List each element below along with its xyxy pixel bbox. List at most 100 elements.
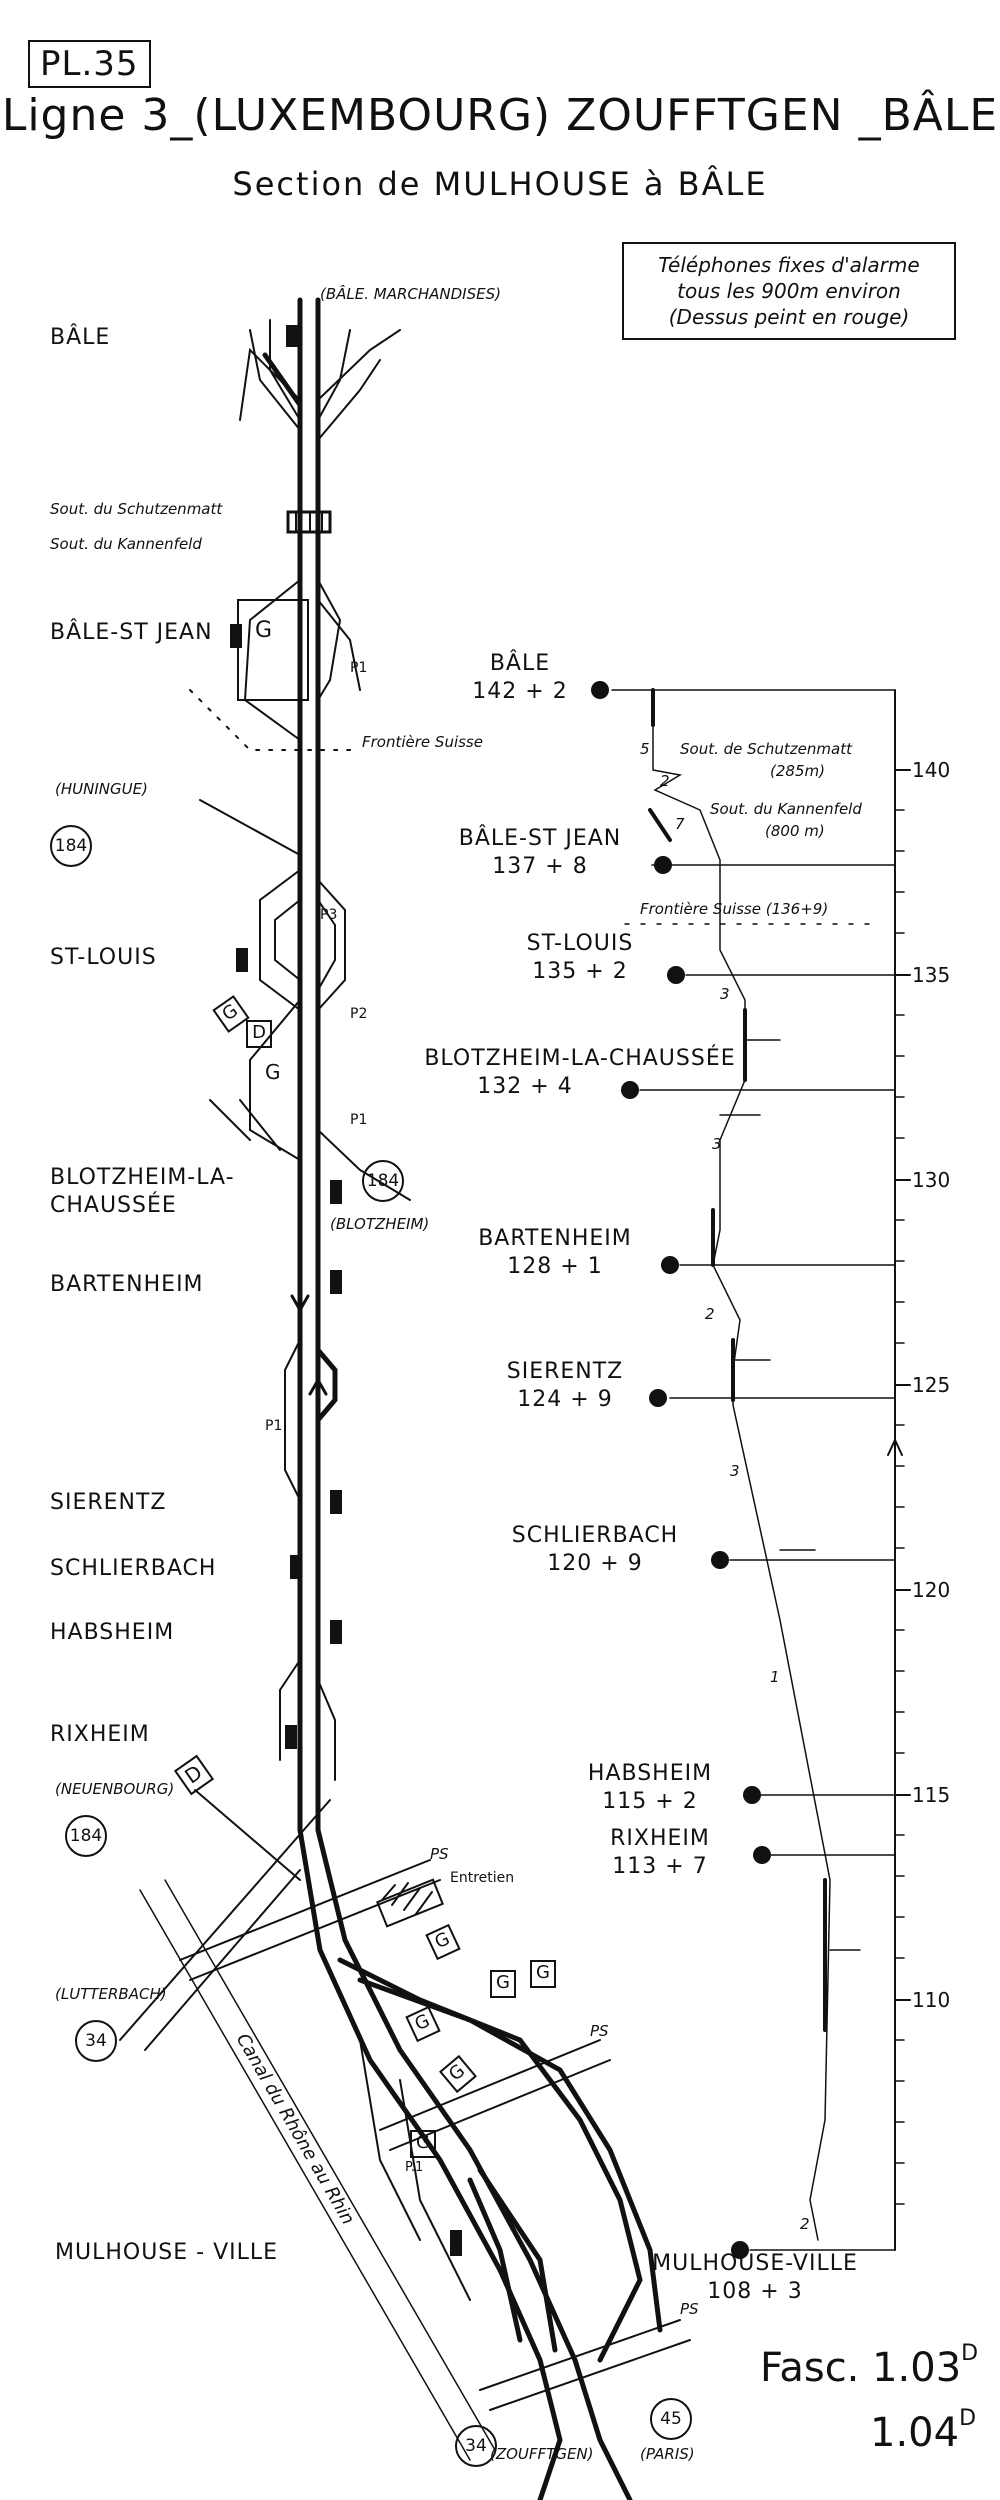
profile-station-name: SIERENTZ <box>506 1359 624 1384</box>
station-label-schlierbach: SCHLIERBACH <box>50 1556 217 1581</box>
profile-station-habsheim: HABSHEIM 115 + 2 <box>565 1760 735 1816</box>
profile-station-name: SCHLIERBACH <box>511 1523 679 1548</box>
station-block-bale <box>286 325 298 347</box>
gradient-label: 2 <box>705 1305 715 1323</box>
profile-station-pk: 108 + 3 <box>707 2279 803 2304</box>
profile-station-pk: 142 + 2 <box>472 679 568 704</box>
goods-box-st-louis-2: G <box>265 1060 281 1084</box>
page-subtitle: Section de MULHOUSE à BÂLE <box>232 165 768 203</box>
profile-marker-bartenheim <box>661 1256 679 1274</box>
profile-station-schlierbach: SCHLIERBACH 120 + 9 <box>490 1522 700 1578</box>
goods-box-st-jean: G <box>255 618 273 643</box>
line-number-184-huningue: 184 <box>50 825 92 867</box>
station-block-rixheim <box>285 1725 297 1749</box>
label-p1-st-louis: P1 <box>350 1112 368 1128</box>
label-ps-3: PS <box>680 2300 699 2318</box>
overbridge-2 <box>379 2039 611 2151</box>
profile-line <box>652 689 831 2241</box>
station-label-habsheim: HABSHEIM <box>50 1620 175 1645</box>
profile-station-blotzheim: BLOTZHEIM-LA-CHAUSSÉE 132 + 4 <box>420 1045 740 1101</box>
label-p1-st-jean: P1 <box>350 660 368 676</box>
fascicle-number: Fasc. 1.03 <box>760 2345 962 2391</box>
station-label-blotzheim-2: CHAUSSÉE <box>50 1193 177 1218</box>
canal-bank-2 <box>164 1879 496 2451</box>
station-label-bale-st-jean: BÂLE-ST JEAN <box>50 620 213 645</box>
station-label-mulhouse-ville: MULHOUSE - VILLE <box>55 2240 279 2265</box>
profile-marker-habsheim <box>743 1786 761 1804</box>
page-title: Ligne 3_(LUXEMBOURG) ZOUFFTGEN _BÂLE <box>1 90 999 141</box>
depot-box-st-louis: D <box>246 1020 272 1048</box>
line-number-34-lutterbach: 34 <box>75 2020 117 2062</box>
profile-station-name: BÂLE-ST JEAN <box>458 826 622 851</box>
alarm-note-line-1: Téléphones fixes d'alarme <box>658 253 920 277</box>
gradient-label: 3 <box>720 985 730 1003</box>
entretien-depot <box>376 1878 444 1928</box>
huningue-branch <box>199 799 301 856</box>
station-label-st-louis: ST-LOUIS <box>50 945 157 970</box>
gradient-label: 1 <box>770 1668 780 1686</box>
mulhouse-tracks <box>297 1827 563 2500</box>
canal-bank-1 <box>139 1889 471 2461</box>
profile-marker-st-louis <box>667 966 685 984</box>
profile-station-pk: 115 + 2 <box>602 1789 698 1814</box>
gradient-label: 3 <box>730 1462 740 1480</box>
label-zoufftgen: (ZOUFFTGEN) <box>490 2445 594 2463</box>
profile-station-bale-st-jean: BÂLE-ST JEAN 137 + 8 <box>420 825 660 881</box>
station-label-sierentz: SIERENTZ <box>50 1490 167 1515</box>
profile-tunnel-1-length: (285m) <box>770 762 825 780</box>
label-ps-1: PS <box>430 1845 449 1863</box>
line-number-45-paris: 45 <box>650 2398 692 2440</box>
station-block-bartenheim <box>330 1270 342 1294</box>
profile-station-bartenheim: BARTENHEIM 128 + 1 <box>455 1225 655 1281</box>
profile-station-name: MULHOUSE-VILLE <box>652 2251 858 2276</box>
neuenbourg-branch <box>194 1789 301 1881</box>
label-frontiere-suisse: Frontière Suisse <box>362 733 483 751</box>
gradient-label: 3 <box>712 1135 722 1153</box>
station-block-habsheim <box>330 1620 342 1644</box>
label-sout-kannenfeld: Sout. du Kannenfeld <box>50 535 202 553</box>
overbridge-3 <box>479 2319 691 2411</box>
profile-station-name: BÂLE <box>489 651 551 676</box>
profile-station-pk: 135 + 2 <box>532 959 628 984</box>
goods-box-mulhouse-3: G <box>530 1960 556 1988</box>
profile-station-pk: 113 + 7 <box>612 1854 708 1879</box>
gradient-label: 7 <box>675 815 685 833</box>
label-neuenbourg: (NEUENBOURG) <box>55 1780 175 1798</box>
fascicle-number: 1.04 <box>870 2410 960 2456</box>
km-tick-label: 140 <box>912 758 951 782</box>
profile-station-name: ST-LOUIS <box>526 931 634 956</box>
alarm-note-line-2: tous les 900m environ <box>677 279 901 303</box>
label-bale-marchandises: (BÂLE. MARCHANDISES) <box>320 285 501 303</box>
label-huningue: (HUNINGUE) <box>55 780 148 798</box>
profile-station-name: RIXHEIM <box>610 1826 710 1851</box>
alarm-note-box: Téléphones fixes d'alarme tous les 900m … <box>622 242 956 340</box>
fascicle-ref-2: 1.04D <box>870 2406 976 2456</box>
station-block-blotzheim <box>330 1180 342 1204</box>
profile-tunnel-2-length: (800 m) <box>765 822 825 840</box>
bale-yard-tracks <box>239 319 401 441</box>
label-ps-2: PS <box>590 2022 609 2040</box>
profile-station-pk: 137 + 8 <box>492 854 588 879</box>
profile-station-pk: 120 + 9 <box>547 1551 643 1576</box>
profile-station-bale: BÂLE 142 + 2 <box>440 650 600 706</box>
profile-marker-bale <box>591 681 609 699</box>
label-blotzheim-branch: (BLOTZHEIM) <box>330 1215 430 1233</box>
goods-box-mulhouse-2: G <box>490 1970 516 1998</box>
goods-box-mulhouse-6: G <box>410 2130 436 2158</box>
line-number-34-zoufftgen: 34 <box>455 2425 497 2467</box>
label-p3: P3 <box>320 907 338 923</box>
fascicle-suffix: D <box>959 2406 977 2431</box>
line-number-184-blotzheim: 184 <box>362 1160 404 1202</box>
fascicle-ref-1: Fasc. 1.03D <box>760 2341 978 2391</box>
station-label-blotzheim-1: BLOTZHEIM-LA- <box>50 1165 235 1190</box>
km-tick-label: 110 <box>912 1988 951 2012</box>
station-label-bale: BÂLE <box>50 325 111 350</box>
gradient-label: 2 <box>800 2215 810 2233</box>
profile-station-name: BLOTZHEIM-LA-CHAUSSÉE <box>424 1046 736 1071</box>
frontier-line <box>189 689 361 751</box>
km-tick-label: 115 <box>912 1783 951 1807</box>
profile-marker-mulhouse <box>731 2241 749 2259</box>
profile-frontier-label: Frontière Suisse (136+9) <box>640 900 829 918</box>
gradient-label: 5 <box>640 740 650 758</box>
